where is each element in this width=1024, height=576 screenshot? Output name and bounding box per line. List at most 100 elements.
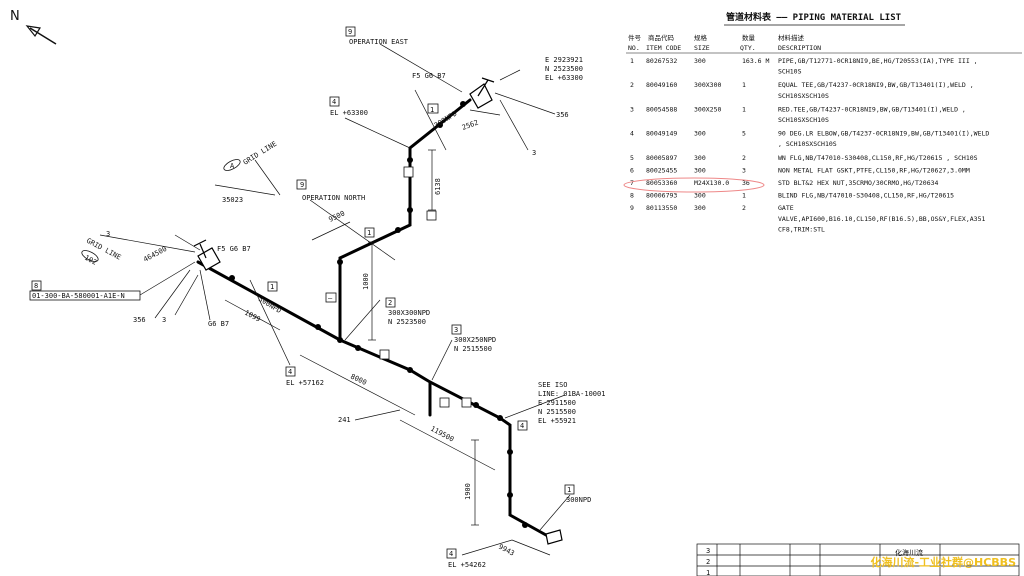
dim-3-left: 3: [106, 230, 110, 238]
north-label: N: [10, 9, 20, 24]
see-e-label: E 2911500: [538, 399, 576, 407]
material-desc: PIPE,GB/T12771-0CR18NI9,BE,HG/T20553(IA)…: [778, 57, 978, 65]
material-desc: VALVE,API600,B16.10,CL150,RF(B16.5),BB,O…: [778, 215, 985, 223]
hdr-desc: DESCRIPTION: [778, 44, 821, 52]
material-desc: RED.TEE,GB/T4237-0CR18NI9,BW,GB/T13401(I…: [778, 105, 966, 113]
tee-size: 300X300NPD: [388, 309, 430, 317]
grid-a-label: A: [230, 162, 235, 170]
material-cell: 7: [630, 179, 634, 187]
npd-bottom-label: 300NPD: [566, 496, 591, 504]
part-tag-x: —: [328, 294, 333, 302]
see-iso-label: SEE ISO: [538, 381, 568, 389]
hdr-code-cn: 商品代码: [648, 33, 675, 42]
material-cell: 80025455: [646, 166, 677, 174]
top-coord-n: N 2523500: [545, 65, 583, 73]
material-cell: 1: [742, 105, 746, 113]
highlight-ellipse: [623, 177, 765, 193]
material-desc: , SCH10SXSCH10S: [778, 140, 837, 148]
material-cell: 300: [694, 204, 706, 212]
dim-356-top: 356: [556, 111, 569, 119]
dim-3-left2: 3: [162, 316, 166, 324]
see-el-label: EL +55921: [538, 417, 576, 425]
part-tag-1a: 1: [430, 106, 434, 114]
hdr-qty-cn: 数量: [742, 33, 756, 42]
material-desc: EQUAL TEE,GB/T4237-0CR18NI9,BW,GB/T13401…: [778, 81, 974, 89]
g6b7-label: G6 B7: [208, 320, 229, 328]
material-cell: 300: [694, 154, 706, 162]
material-desc: GATE: [778, 204, 794, 212]
material-cell: 3: [630, 105, 634, 113]
title-row-3: 3: [706, 547, 710, 555]
material-desc: WN FLG,NB/T47010-S30408,CL150,RF,HG/T206…: [778, 154, 978, 162]
red-tee-n: N 2515500: [454, 345, 492, 353]
material-cell: 80006793: [646, 192, 677, 200]
top-coord-el: EL +63300: [545, 74, 583, 82]
material-desc: SCH10SXSCH10S: [778, 92, 829, 100]
valve-icon: [193, 77, 563, 545]
el-bot-num: 4: [449, 550, 453, 558]
material-cell: 80049160: [646, 81, 677, 89]
material-cell: 300: [694, 166, 706, 174]
material-cell: 300X250: [694, 105, 721, 113]
dim-19500: 119500: [429, 425, 455, 444]
tee-n: N 2523500: [388, 318, 426, 326]
dim-1900: 1900: [464, 483, 472, 500]
hdr-size-cn: 规格: [694, 33, 708, 42]
tag-op-east-num: 9: [348, 28, 352, 36]
el-mid-label: EL +57162: [286, 379, 324, 387]
red-tee-num: 3: [454, 326, 458, 334]
hdr-no-cn: 件号: [628, 33, 642, 42]
dim-356-left: 356: [133, 316, 146, 324]
el-top-num: 4: [332, 98, 336, 106]
dim-8000: 8000: [349, 373, 368, 387]
material-cell: 80005897: [646, 154, 677, 162]
material-cell: 2: [630, 81, 634, 89]
material-desc: STD BLT&2 HEX NUT,35CRMO/30CRMO,HG/T2063…: [778, 179, 939, 187]
material-cell: 4: [630, 130, 634, 138]
dim-3-top: 3: [532, 149, 536, 157]
title-row-1: 1: [706, 569, 710, 576]
dim-2562: 2562: [461, 119, 480, 132]
dim-9500: 9500: [327, 209, 346, 223]
material-cell: 300: [694, 192, 706, 200]
el-bot-label: EL +54262: [448, 561, 486, 569]
operation-east-label: OPERATION EAST: [349, 38, 409, 46]
hdr-no: NO.: [628, 44, 640, 52]
dim-35023: 35023: [222, 196, 243, 204]
material-cell: 300X300: [694, 81, 721, 89]
material-cell: 8: [630, 192, 634, 200]
material-cell: 1: [742, 192, 746, 200]
material-cell: 36: [742, 179, 750, 187]
material-list-table: 管道材料表 —— PIPING MATERIAL LIST 件号 商品代码 规格…: [623, 11, 1022, 233]
hdr-desc-cn: 材料描述: [778, 33, 805, 42]
material-list-title: 管道材料表 —— PIPING MATERIAL LIST: [726, 11, 902, 23]
dim-46450: 464500: [142, 245, 168, 264]
material-cell: 1: [630, 57, 634, 65]
material-cell: 80113550: [646, 204, 677, 212]
material-desc: NON METAL FLAT GSKT,PTFE,CL150,RF,HG/T20…: [778, 166, 970, 174]
material-cell: 3: [742, 166, 746, 174]
weld-points: [229, 101, 528, 528]
title-block-text: 化海川流: [895, 548, 923, 557]
material-cell: 9: [630, 204, 634, 212]
el-mid-num: 4: [288, 368, 292, 376]
material-cell: 6: [630, 166, 634, 174]
material-cell: 80053360: [646, 179, 677, 187]
pipe-num: 1: [567, 486, 571, 494]
material-cell: 5: [742, 130, 746, 138]
see-n-label: N 2515500: [538, 408, 576, 416]
line-id: 01-300-BA-580001-A1E-N: [32, 292, 125, 300]
op-north-num: 9: [300, 181, 304, 189]
dimension-lines: [99, 43, 571, 556]
hdr-size: SIZE: [694, 44, 710, 52]
part-tag-1c: 1: [270, 283, 274, 291]
material-desc: SCH10S: [778, 68, 802, 76]
north-arrow-icon: N: [10, 9, 57, 45]
line-num: 8: [34, 282, 38, 290]
el-top-label: EL +63300: [330, 109, 368, 117]
dim-241: 241: [338, 416, 351, 424]
material-desc: SCH10SXSCH10S: [778, 116, 829, 124]
